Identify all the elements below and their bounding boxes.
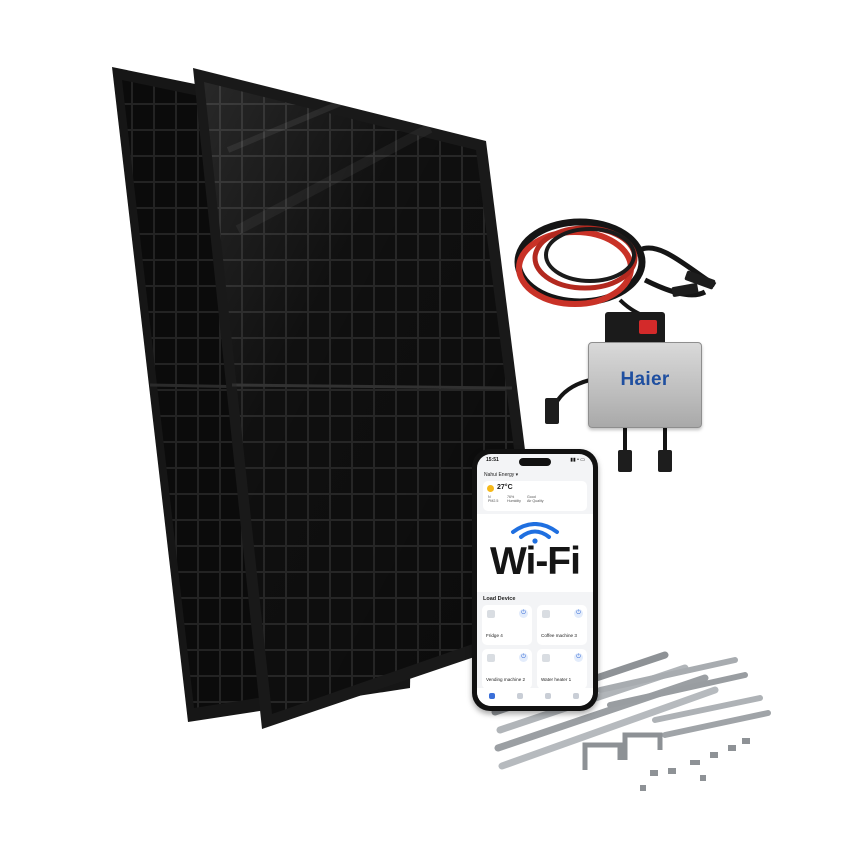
device-icon — [487, 654, 495, 662]
mounting-brackets — [582, 732, 663, 770]
solar-panel-front — [193, 68, 548, 729]
device-tile[interactable]: ⏻ Vending machine 2 — [482, 649, 532, 689]
bolts-and-clamps — [640, 738, 750, 791]
wifi-text: Wi-Fi — [490, 540, 581, 583]
load-device-title: Load Device — [483, 596, 516, 602]
device-tile[interactable]: ⏻ Coffee machine 3 — [537, 605, 587, 645]
temperature: 27°C — [497, 484, 513, 491]
status-icons: ▮▮ • ▭ — [570, 457, 585, 463]
device-icon — [487, 610, 495, 618]
device-icon — [542, 610, 550, 618]
microinverter: Haier — [588, 342, 702, 428]
profile-icon[interactable] — [573, 693, 579, 699]
power-icon[interactable]: ⏻ — [574, 609, 583, 618]
cable-coil — [514, 218, 717, 455]
ac-connector — [545, 398, 559, 424]
device-tile[interactable]: ⏻ Fridge 4 — [482, 605, 532, 645]
wifi-banner: Wi-Fi — [477, 514, 593, 592]
stat-humidity: 76%Humidity — [507, 495, 521, 504]
inverter-latch — [639, 320, 657, 334]
inverter-junction-box — [605, 312, 665, 346]
dynamic-island — [519, 458, 551, 466]
device-tile[interactable]: ⏻ Water heater 1 — [537, 649, 587, 689]
dc-connector — [658, 450, 672, 472]
device-icon — [542, 654, 550, 662]
power-icon[interactable]: ⏻ — [574, 653, 583, 662]
device-name: Fridge 4 — [486, 633, 503, 638]
home-icon[interactable] — [489, 693, 495, 699]
device-name: Water heater 1 — [541, 677, 572, 682]
device-name: Vending machine 2 — [486, 677, 526, 682]
brand-logo: Haier — [620, 369, 670, 390]
power-icon[interactable]: ⏻ — [519, 653, 528, 662]
power-icon[interactable]: ⏻ — [519, 609, 528, 618]
app-title[interactable]: Nahui Energy ▾ — [484, 472, 519, 478]
bottom-nav — [477, 688, 593, 706]
devices-icon[interactable] — [545, 693, 551, 699]
sun-icon — [487, 485, 494, 492]
wifi-icon — [511, 522, 559, 544]
stats-icon[interactable] — [517, 693, 523, 699]
device-name: Coffee machine 3 — [541, 633, 577, 638]
dc-connector — [618, 450, 632, 472]
status-time: 15:51 — [486, 457, 499, 463]
